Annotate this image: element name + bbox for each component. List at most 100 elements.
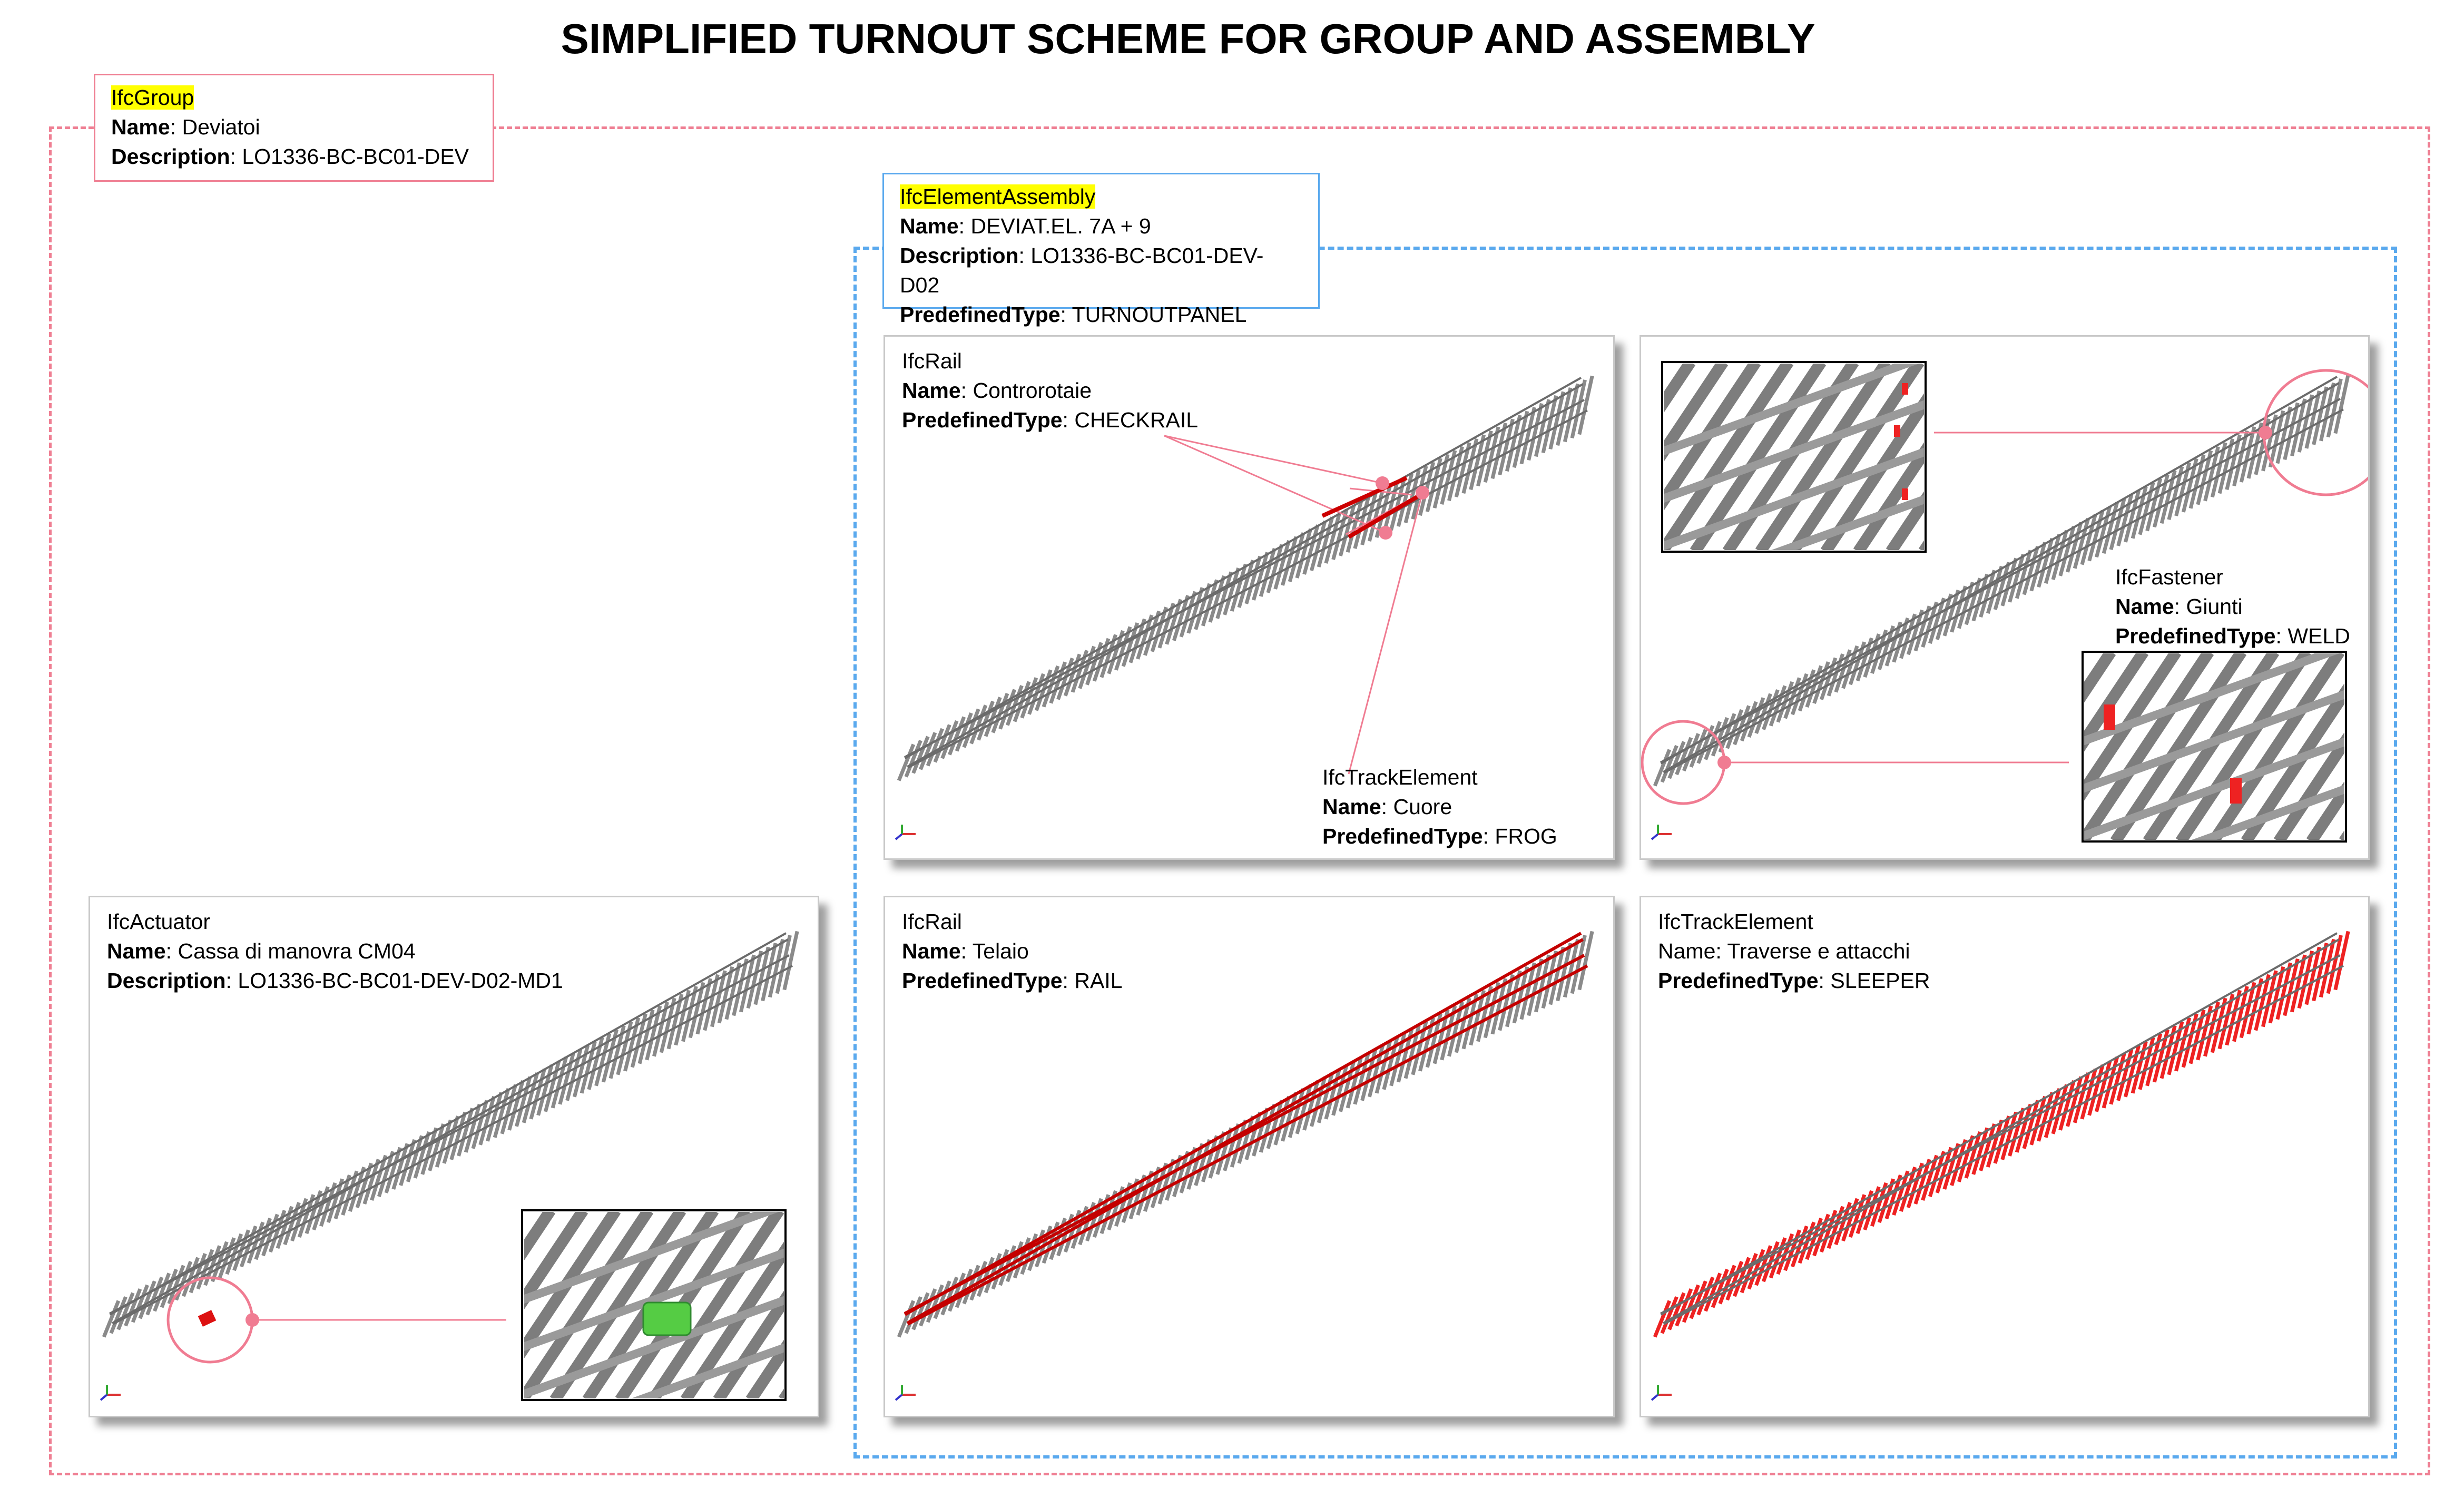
sleeper [2283,958,2300,1016]
sleeper [1447,446,1464,502]
sleeper-ptype-key: PredefinedType [1658,968,1819,993]
sleeper [1534,399,1551,457]
frog-name-key: Name [1322,795,1381,819]
sleeper [2210,442,2227,498]
sleeper [2319,382,2336,442]
inset-rail [1664,447,1924,550]
sleeper [2326,935,2343,994]
sleeper [1252,552,1269,601]
sleeper [1979,1123,1996,1171]
sleeper [2297,951,2314,1009]
sleeper [1201,579,1219,626]
sleeper [1157,1159,1175,1205]
sleeper [413,1131,431,1179]
sleeper [775,935,792,994]
sleeper [182,1257,200,1297]
assembly-name-key: Name [900,214,959,238]
inset-sleeper [1755,364,1892,550]
sleeper [976,700,995,741]
weld-mark [1894,425,1900,437]
callout-dot [1416,486,1429,500]
sleeper [507,1080,525,1131]
sleeper [1201,1135,1219,1182]
inset-sleeper [2175,653,2312,840]
sleeper [962,708,980,748]
sleeper [1740,1252,1758,1294]
sleeper [1519,407,1536,465]
sleeper [695,978,713,1035]
sleeper [1892,1170,1910,1216]
sleeper [1461,438,1479,494]
sleeper [1733,1257,1751,1297]
sleeper [1244,555,1262,604]
sleeper [2261,970,2278,1027]
sleeper [1993,562,2011,610]
rail-line [907,964,1588,1326]
sleeper [138,1280,156,1319]
sleeper [500,1084,518,1134]
sleeper [1667,1292,1686,1330]
sleeper [897,743,916,781]
sleeper [543,1060,561,1112]
callout-dot [1717,756,1731,769]
inset-sleeper [1664,364,1761,511]
sleeper [926,728,944,767]
sleeper [1266,544,1284,593]
sleeper [911,736,930,774]
inset-sleeper [1952,652,2078,841]
sleeper [1979,570,1996,618]
sleeper [1906,1162,1924,1209]
sleeper [1281,536,1298,586]
sleeper [1653,749,1672,787]
sleeper [761,943,778,1002]
sleeper [536,1064,554,1116]
sleeper [1935,1147,1953,1193]
sleeper [1223,567,1240,615]
sleeper [1136,614,1154,660]
sleeper [2000,557,2018,606]
actuator-text: IfcActuator Name: Cassa di manovra CM04 … [107,907,563,995]
inset-rail [524,1248,784,1352]
sleeper [1186,587,1204,634]
sleeper [1667,741,1686,779]
panel-actuator: IfcActuator Name: Cassa di manovra CM04 … [89,896,819,1417]
sleeper [1440,450,1457,505]
sleeper [2326,378,2343,438]
inset-rail [2084,737,2344,840]
rail-name-key: Name [902,939,961,963]
sleeper [529,1068,546,1120]
inset-sleeper [1690,364,1827,550]
group-boundary [49,126,2430,1475]
sleeper [1534,954,1551,1013]
sleeper [1913,1159,1931,1205]
rail-line [904,932,1582,1316]
sleeper [2275,962,2292,1020]
sleeper [1237,560,1255,608]
sleeper [1172,1151,1190,1197]
sleeper [962,1265,980,1305]
inset-rail [524,1296,784,1398]
sleeper [2312,386,2329,445]
assembly-description: LO1336-BC-BC01-DEV-D02 [900,243,1264,297]
sleeper [1490,978,1508,1035]
inset-sleeper [647,1212,784,1398]
inset-sleeper [1641,362,1658,552]
sleeper [2254,974,2271,1031]
inset-sleeper [391,1210,518,1400]
sleeper [420,1127,438,1175]
inset-rail [524,1212,779,1304]
sleeper [189,1252,207,1294]
checkrail-ptype-key: PredefinedType [902,408,1063,432]
sleeper [1660,1296,1678,1334]
sleeper [940,1276,959,1316]
sleeper [1150,606,1168,652]
sleeper [1563,383,1580,443]
sleeper [1921,601,1939,648]
sleeper [1740,701,1758,742]
inset-sleeper [680,1241,784,1398]
sleeper [1899,1167,1917,1212]
sleeper [1150,1162,1168,1209]
sleeper [1324,512,1341,564]
sleeper [493,1088,511,1138]
sleeper [1577,931,1594,991]
